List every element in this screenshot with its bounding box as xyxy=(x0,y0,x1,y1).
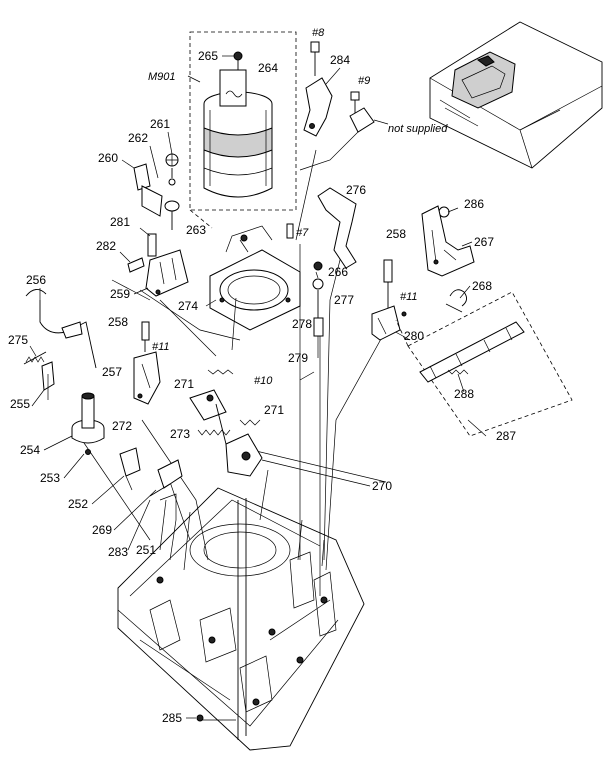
inset-chassis-thumbnail xyxy=(429,21,603,169)
label-screw-10: #10 xyxy=(254,375,273,387)
label-272: 272 xyxy=(112,419,132,433)
drum-base-274 xyxy=(209,225,301,331)
label-256: 256 xyxy=(26,273,46,287)
parts-258-280-right xyxy=(371,259,407,341)
label-277: 277 xyxy=(334,293,354,307)
main-chassis xyxy=(117,487,365,751)
label-280: 280 xyxy=(404,329,424,343)
label-252: 252 xyxy=(68,497,88,511)
parts-287-288-assembly xyxy=(395,291,573,437)
label-254: 254 xyxy=(20,443,40,457)
label-257: 257 xyxy=(102,365,122,379)
label-281: 281 xyxy=(110,215,130,229)
label-273: 273 xyxy=(170,427,190,441)
label-267: 267 xyxy=(474,235,494,249)
label-251: 251 xyxy=(136,543,156,557)
label-screw-9: #9 xyxy=(358,75,370,87)
label-263: 263 xyxy=(186,223,206,237)
label-271-left: 271 xyxy=(174,377,194,391)
label-278: 278 xyxy=(292,317,312,331)
label-269: 269 xyxy=(92,523,112,537)
label-screw-11-left: #11 xyxy=(152,341,170,353)
label-not-supplied: not supplied xyxy=(388,123,448,135)
label-255: 255 xyxy=(10,397,30,411)
label-274: 274 xyxy=(178,299,198,313)
label-285: 285 xyxy=(162,711,182,725)
label-286: 286 xyxy=(464,197,484,211)
label-288: 288 xyxy=(454,387,474,401)
parts-252-269-283-251 xyxy=(119,447,183,520)
label-275: 275 xyxy=(8,333,28,347)
label-264: 264 xyxy=(258,61,278,75)
label-259: 259 xyxy=(110,287,130,301)
label-260: 260 xyxy=(98,151,118,165)
reel-254-253 xyxy=(71,392,105,455)
label-270: 270 xyxy=(372,479,392,493)
label-279: 279 xyxy=(288,351,308,365)
label-265: 265 xyxy=(198,49,218,63)
central-mechanism-271-273-270 xyxy=(189,369,263,477)
label-253: 253 xyxy=(40,471,60,485)
label-screw-11-right: #11 xyxy=(400,291,418,303)
parts-256-275-255 xyxy=(23,289,97,400)
label-m901: M901 xyxy=(148,71,176,83)
parts-260-263 xyxy=(133,153,180,230)
motor-m901-group xyxy=(187,31,297,229)
label-screw-7: #7 xyxy=(296,227,309,239)
parts-276-266-277-278-279 xyxy=(286,187,357,358)
parts-258-257-272 xyxy=(133,321,161,405)
label-262: 262 xyxy=(128,131,148,145)
label-266: 266 xyxy=(328,265,348,279)
label-258-right: 258 xyxy=(386,227,406,241)
label-261: 261 xyxy=(150,117,170,131)
parts-286-267-268 xyxy=(421,205,475,313)
label-284: 284 xyxy=(330,53,350,67)
callout-labels: 265 264 M901 #8 284 #9 261 262 260 263 2… xyxy=(8,27,516,725)
label-screw-8: #8 xyxy=(312,27,325,39)
label-276: 276 xyxy=(346,183,366,197)
label-leader-ticks xyxy=(29,55,487,719)
bracket-284 xyxy=(303,41,389,137)
label-258-left: 258 xyxy=(108,315,128,329)
label-282: 282 xyxy=(96,239,116,253)
leader-lines xyxy=(81,129,411,721)
label-268: 268 xyxy=(472,279,492,293)
screw-285 xyxy=(196,714,204,722)
label-271-right: 271 xyxy=(264,403,284,417)
label-283: 283 xyxy=(108,545,128,559)
label-287: 287 xyxy=(496,429,516,443)
parts-281-282-259 xyxy=(127,233,189,297)
